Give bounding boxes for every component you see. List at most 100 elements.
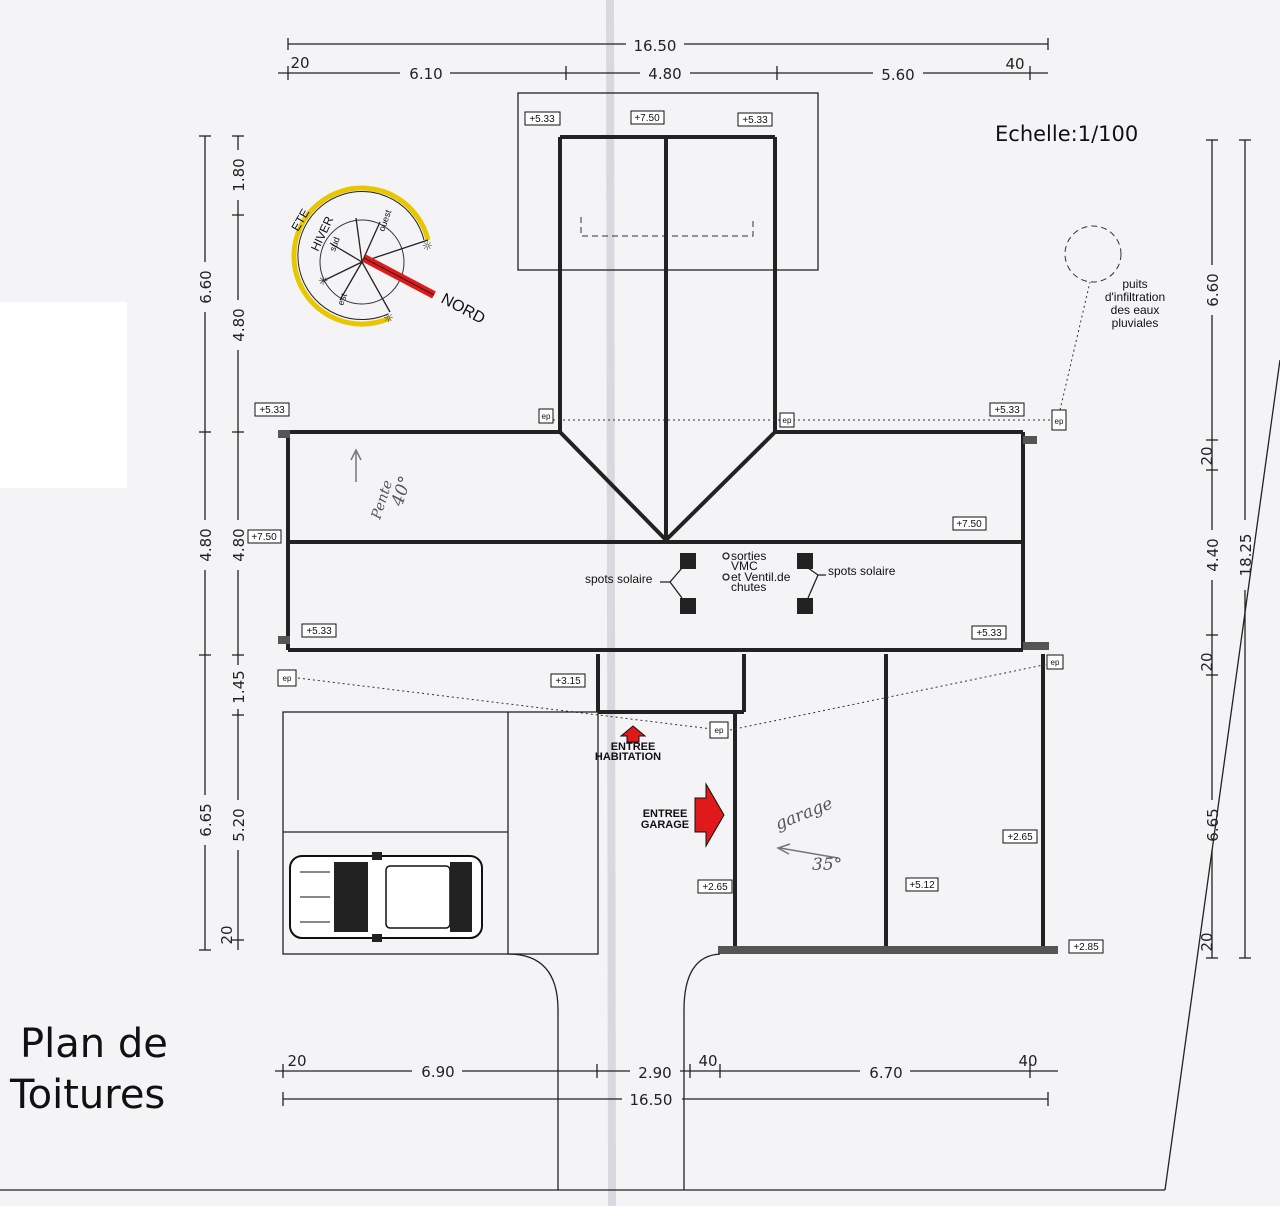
- ep-markers: ep ep ep ep ep ep: [277, 408, 1067, 739]
- dim-top-seg-1: 6.10: [409, 65, 442, 83]
- dim-left-inner-5: 20: [218, 925, 236, 944]
- entree-habitation: ENTREE HABITATION: [595, 725, 661, 763]
- entry-roof: [596, 654, 746, 714]
- page-fold: [606, 0, 616, 1206]
- vmc-line-2: VMC: [731, 559, 758, 573]
- spot-square: [797, 553, 813, 569]
- dim-left-outer-0: 6.60: [197, 270, 215, 303]
- sun-icon-summer: ☼: [422, 239, 433, 253]
- dim-bottom-seg-5: 40: [1018, 1052, 1037, 1070]
- dim-left-inner-4: 5.20: [230, 808, 248, 841]
- puits-line-4: pluviales: [1112, 316, 1159, 330]
- dim-top-seg-0: 20: [290, 54, 309, 72]
- solar-spots: spots solaire spots solaire sorties VMC …: [585, 549, 896, 614]
- entree-garage-line-2: GARAGE: [641, 819, 689, 831]
- ep-marker: ep: [1051, 658, 1060, 667]
- title-line-1: Plan de: [20, 1021, 168, 1067]
- compass-nord: NORD: [438, 291, 488, 328]
- dim-bottom-seg-0: 20: [287, 1052, 306, 1070]
- dim-right-inner-1: 20: [1198, 446, 1216, 465]
- north-wing-roof: [517, 92, 819, 542]
- ep-marker: ep: [283, 674, 292, 683]
- vmc-line-3: et Ventil.de: [731, 570, 791, 584]
- dim-bottom-total: 16.50: [630, 1091, 673, 1109]
- level-wing-top-right: +5.33: [994, 405, 1020, 416]
- dim-right-inner-2: 4.40: [1204, 538, 1222, 571]
- vmc-line-1: sorties: [731, 549, 766, 563]
- star-icon: ✳: [318, 274, 328, 288]
- sun-compass: ETE HIVER sud ouest est NORD ☼ ☼ ✳: [288, 185, 488, 328]
- dim-top-seg-4: 40: [1005, 55, 1024, 73]
- level-tower-right: +5.33: [742, 115, 768, 126]
- vmc-line-4: chutes: [731, 580, 766, 594]
- dim-right-inner-3: 20: [1198, 652, 1216, 671]
- arrow-right-icon: [694, 782, 725, 848]
- hand-garage: garage: [772, 794, 835, 835]
- level-tower-ridge: +7.50: [634, 113, 660, 124]
- scale-label: Echelle:1/100: [995, 122, 1138, 146]
- entree-habitation-line-2: HABITATION: [595, 751, 661, 763]
- entree-garage: ENTREE GARAGE: [641, 782, 725, 848]
- dim-left-outer-1: 4.80: [197, 528, 215, 561]
- level-entry-roof: +3.15: [555, 676, 581, 687]
- car-icon: [289, 852, 483, 942]
- level-wing-top-left: +5.33: [259, 405, 285, 416]
- spot-square: [680, 598, 696, 614]
- dim-top-total: 16.50: [634, 37, 677, 55]
- puits-line-3: des eaux: [1111, 303, 1160, 317]
- spots-right-label: spots solaire: [828, 564, 896, 578]
- dim-right-total: 18.25: [1237, 534, 1255, 577]
- spot-square: [797, 598, 813, 614]
- parking-area: [0, 359, 1280, 1191]
- entree-garage-line-1: ENTREE: [643, 808, 688, 820]
- dim-left-outer-2: 6.65: [197, 803, 215, 836]
- ep-marker: ep: [1055, 417, 1064, 426]
- top-dimensions: 16.50 20 6.10 4.80 5.60 40: [278, 34, 1049, 84]
- level-tower-left: +5.33: [529, 114, 555, 125]
- sun-icon-winter: ☼: [383, 311, 394, 325]
- ep-marker: ep: [542, 412, 551, 421]
- level-ridge-left: +7.50: [251, 532, 277, 543]
- dim-left-inner-3: 1.45: [230, 670, 248, 703]
- level-garage-left: +2.65: [702, 882, 728, 893]
- left-dimensions: 6.60 4.80 6.65 1.80 4.80 4.80 1.45 5.20 …: [195, 135, 248, 951]
- dim-top-seg-3: 5.60: [881, 66, 914, 84]
- dim-bottom-seg-2: 2.90: [638, 1064, 671, 1082]
- dim-bottom-seg-1: 6.90: [421, 1063, 454, 1081]
- level-garage-corner: +2.85: [1073, 942, 1099, 953]
- right-dimensions: 6.60 20 4.40 20 6.65 20 18.25: [1198, 139, 1255, 959]
- level-tags: +5.33 +7.50 +5.33 +5.33 +5.33 +7.50 +7.5…: [247, 110, 1104, 954]
- compass-sud: sud: [327, 236, 341, 253]
- level-ridge-right: +7.50: [956, 519, 982, 530]
- ep-marker: ep: [715, 726, 724, 735]
- ep-marker: ep: [783, 416, 792, 425]
- dim-left-inner-0: 1.80: [230, 158, 248, 191]
- level-garage-right: +2.65: [1007, 832, 1033, 843]
- dim-bottom-seg-3: 40: [698, 1052, 717, 1070]
- bottom-dimensions: 20 6.90 2.90 40 6.70 40 16.50: [275, 1052, 1058, 1109]
- level-wing-bot-left: +5.33: [306, 626, 332, 637]
- compass-est: est: [335, 292, 349, 307]
- hand-angle-garage: 35°: [812, 855, 842, 875]
- dim-right-inner-5: 20: [1198, 932, 1216, 951]
- level-wing-bot-right: +5.33: [976, 628, 1002, 639]
- handwritten-notes: Pente 40° garage 35°: [350, 448, 842, 875]
- hand-angle-main: 40°: [387, 474, 416, 510]
- entree-habitation-line-1: ENTREE: [611, 741, 656, 753]
- dim-bottom-seg-4: 6.70: [869, 1064, 902, 1082]
- spot-square: [680, 553, 696, 569]
- infiltration-well: puits d'infiltration des eaux pluviales: [1105, 277, 1165, 330]
- puits-line-1: puits: [1122, 277, 1147, 291]
- compass-ouest: ouest: [376, 208, 393, 233]
- dim-right-inner-0: 6.60: [1204, 273, 1222, 306]
- arrow-up-icon: [619, 725, 647, 743]
- title-line-2: Toitures: [9, 1072, 165, 1118]
- drain-lines: [297, 225, 1122, 731]
- paper-patch: [0, 302, 127, 488]
- level-garage-mid: +5.12: [909, 880, 935, 891]
- dim-left-inner-1: 4.80: [230, 308, 248, 341]
- puits-line-2: d'infiltration: [1105, 290, 1165, 304]
- garage-roof: [718, 654, 1058, 954]
- dim-top-seg-2: 4.80: [648, 65, 681, 83]
